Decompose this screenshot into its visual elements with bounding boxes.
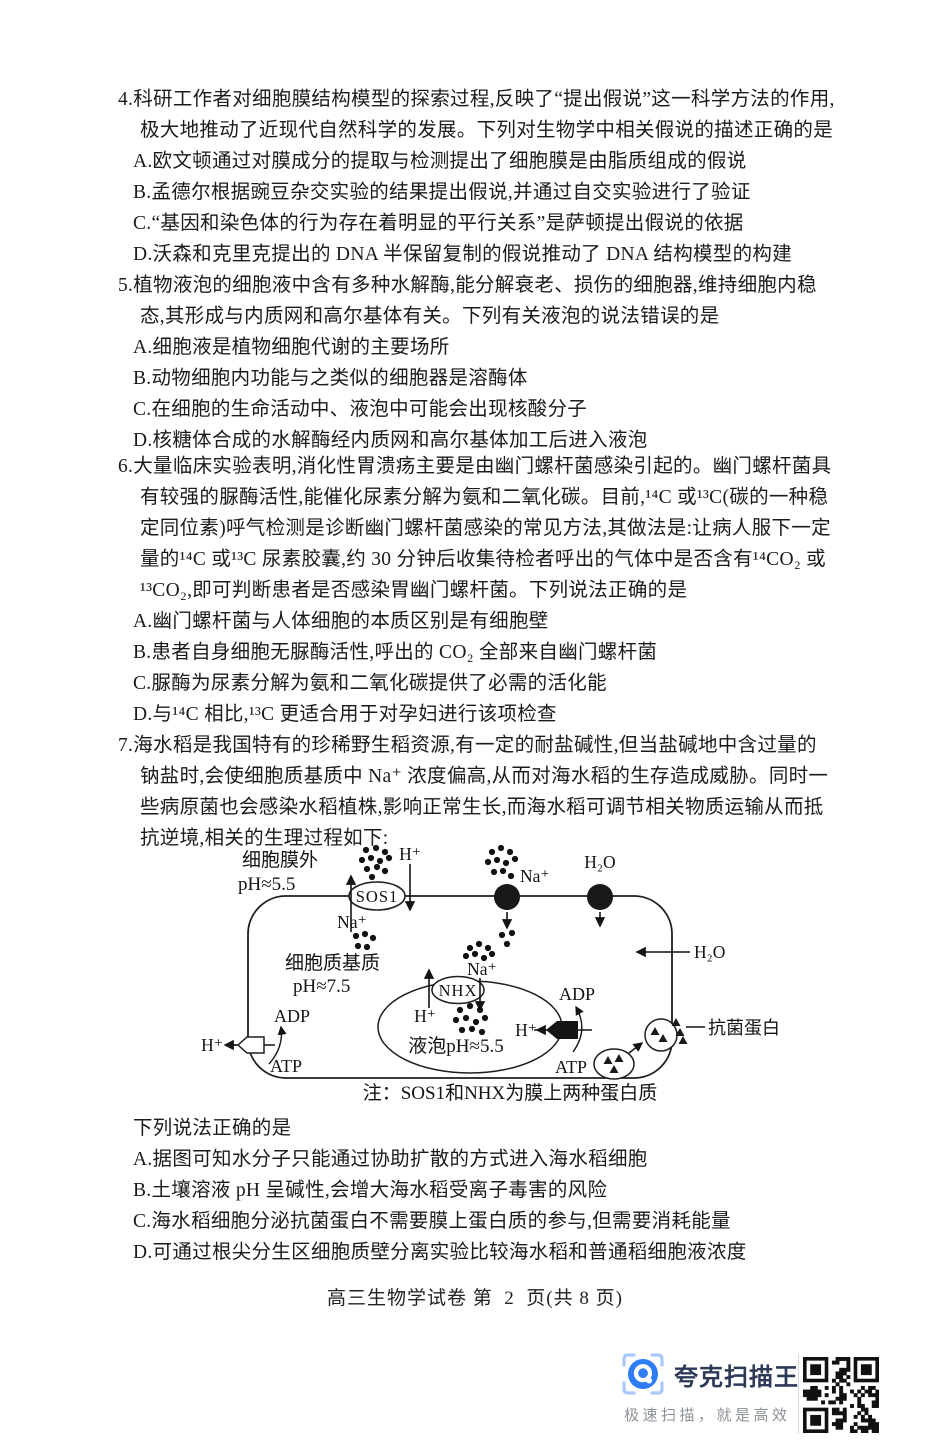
nhx-protein <box>431 975 485 1005</box>
text-line: ¹³CO₂,即可判断患者是否感染胃幽门螺杆菌。下列说法正确的是 <box>140 580 688 601</box>
na-dots-inside-mid <box>498 929 516 948</box>
question-7: 7.海水稻是我国特有的珍稀野生稻资源,有一定的耐盐碱性,但当盐碱地中含过量的钠盐… <box>118 730 828 854</box>
label-nhx: NHX <box>439 981 478 1000</box>
quark-logo-icon <box>622 1353 664 1395</box>
text-line: 些病原菌也会感染水稻植株,影响正常生长,而海水稻可调节相关物质运输从而抵 <box>140 797 824 818</box>
label-na-channel: Na⁺ <box>520 866 550 886</box>
scanner-tagline: 极速扫描，就是高效 <box>624 1407 791 1424</box>
question-5: 5.植物液泡的细胞液中含有多种水解酶,能分解衰老、损伤的细胞器,维持细胞内稳态,… <box>118 270 817 456</box>
text-line: 6.大量临床实验表明,消化性胃溃疡主要是由幽门螺杆菌感染引起的。幽门螺杆菌具 <box>118 456 832 477</box>
text-line: 7.海水稻是我国特有的珍稀野生稻资源,有一定的耐盐碱性,但当盐碱地中含过量的 <box>118 735 817 756</box>
label-atp-plasma: ATP <box>270 1056 302 1076</box>
text-line: 5.植物液泡的细胞液中含有多种水解酶,能分解衰老、损伤的细胞器,维持细胞内稳 <box>118 275 817 296</box>
page-footer: 高三生物学试卷 第 2 页(共 8 页) <box>327 1288 623 1309</box>
text-line: 量的¹⁴C 或¹³C 尿素胶囊,约 30 分钟后收集待检者呼出的气体中是否含有¹… <box>140 549 826 570</box>
text-line: 极大地推动了近现代自然科学的发展。下列对生物学中相关假说的描述正确的是 <box>140 120 834 141</box>
option-line: C.脲酶为尿素分解为氨和二氧化碳提供了必需的活化能 <box>133 673 607 694</box>
option-line: A.据图可知水分子只能通过协助扩散的方式进入海水稻细胞 <box>133 1149 648 1170</box>
question-4-stem: 4.科研工作者对细胞膜结构模型的探索过程,反映了“提出假说”这一科学方法的作用,… <box>118 84 835 146</box>
na-dots-cytoplasm <box>462 940 496 962</box>
question-4-options: A.欧文顿通过对膜成分的提取与检测提出了细胞膜是由脂质组成的假说 B.孟德尔根据豌… <box>118 146 835 270</box>
fusing-vesicle <box>644 1018 678 1052</box>
question-6-stem: 6.大量临床实验表明,消化性胃溃疡主要是由幽门螺杆菌感染引起的。幽门螺杆菌具有较… <box>118 451 831 606</box>
na-dots-inside-left <box>352 930 377 951</box>
scanner-brand-name: 夸克扫描王 <box>674 1363 799 1391</box>
cell-membrane <box>247 895 673 1079</box>
option-line: A.欧文顿通过对膜成分的提取与检测提出了细胞膜是由脂质组成的假说 <box>133 151 747 172</box>
option-line: B.动物细胞内功能与之类似的细胞器是溶酶体 <box>133 368 528 389</box>
diagram-note: 注：SOS1和NHX为膜上两种蛋白质 <box>363 1082 658 1104</box>
secretory-vesicle <box>593 1048 635 1080</box>
na-channel <box>494 884 520 910</box>
label-h-top: H⁺ <box>399 844 421 864</box>
question-7-options: A.据图可知水分子只能通过协助扩散的方式进入海水稻细胞 B.土壤溶液 pH 呈碱性… <box>118 1144 747 1268</box>
arrow-atp-adp-plasma <box>268 1025 287 1065</box>
label-h-tonoplast: H⁺ <box>515 1020 537 1040</box>
text-line: 态,其形成与内质网和高尔基体有关。下列有关液泡的说法错误的是 <box>140 306 720 327</box>
label-cytoplasm-ph: pH≈7.5 <box>293 976 350 997</box>
question-7-choices: 下列说法正确的是 A.据图可知水分子只能通过协助扩散的方式进入海水稻细胞 B.土壤… <box>118 1113 747 1268</box>
option-line: D.可通过根尖分生区细胞质壁分离实验比较海水稻和普通稻细胞液浓度 <box>133 1242 747 1263</box>
question-7-intro: 下列说法正确的是 <box>133 1118 292 1139</box>
qr-code <box>803 1357 879 1433</box>
question-5-stem: 5.植物液泡的细胞液中含有多种水解酶,能分解衰老、损伤的细胞器,维持细胞内稳态,… <box>118 270 817 332</box>
aquaporin <box>587 884 613 910</box>
label-na-cytoplasm: Na⁺ <box>467 959 497 979</box>
arrow-vesicle-to-membrane <box>628 1042 644 1054</box>
option-line: B.患者自身细胞无脲酶活性,呼出的 CO₂ 全部来自幽门螺杆菌 <box>133 642 658 663</box>
label-h2o-right: H₂O <box>694 942 725 962</box>
option-line: A.幽门螺杆菌与人体细胞的本质区别是有细胞壁 <box>133 611 549 632</box>
tonoplast-proton-pump <box>546 1021 578 1039</box>
antibacterial-triangles <box>650 1018 688 1044</box>
text-line: 钠盐时,会使细胞质基质中 Na⁺ 浓度偏高,从而对海水稻的生存造成威胁。同时一 <box>140 766 829 787</box>
label-na-inside-left: Na⁺ <box>337 912 367 932</box>
option-line: C.“基因和染色体的行为存在着明显的平行关系”是萨顿提出假说的依据 <box>133 213 744 234</box>
qr-modules <box>803 1357 879 1433</box>
question-7-stem: 7.海水稻是我国特有的珍稀野生稻资源,有一定的耐盐碱性,但当盐碱地中含过量的钠盐… <box>118 730 828 854</box>
question-6-options: A.幽门螺杆菌与人体细胞的本质区别是有细胞壁 B.患者自身细胞无脲酶活性,呼出的 … <box>118 606 831 730</box>
label-atp-tonoplast: ATP <box>555 1057 587 1077</box>
label-cytoplasm: 细胞质基质 <box>285 952 380 974</box>
vesicle-triangles <box>603 1054 624 1073</box>
label-outside-ph: pH≈5.5 <box>238 874 295 895</box>
text-line: 抗逆境,相关的生理过程如下: <box>140 828 389 849</box>
text-line: 有较强的脲酶活性,能催化尿素分解为氨和二氧化碳。目前,¹⁴C 或¹³C(碳的一种… <box>140 487 829 508</box>
label-adp-plasma: ADP <box>274 1006 310 1026</box>
option-line: A.细胞液是植物细胞代谢的主要场所 <box>133 337 450 358</box>
question-6: 6.大量临床实验表明,消化性胃溃疡主要是由幽门螺杆菌感染引起的。幽门螺杆菌具有较… <box>118 451 831 730</box>
option-line: C.海水稻细胞分泌抗菌蛋白不需要膜上蛋白质的参与,但需要消耗能量 <box>133 1211 731 1232</box>
option-line: C.在细胞的生命活动中、液泡中可能会出现核酸分子 <box>133 399 588 420</box>
text-line: 定同位素)呼气检测是诊断幽门螺杆菌感染的常见方法,其做法是:让病人服下一定 <box>140 518 831 539</box>
watermark-divider <box>798 1354 799 1434</box>
scanner-watermark: 夸克扫描王 极速扫描，就是高效 <box>620 1351 940 1441</box>
option-line: D.核糖体合成的水解酶经内质网和高尔基体加工后进入液泡 <box>133 430 648 451</box>
label-h2o-top: H₂O <box>584 852 615 872</box>
question-5-options: A.细胞液是植物细胞代谢的主要场所 B.动物细胞内功能与之类似的细胞器是溶酶体 C.… <box>118 332 817 456</box>
na-dots-outside-left <box>358 844 393 881</box>
sos1-protein <box>348 881 406 911</box>
text-line: 4.科研工作者对细胞膜结构模型的探索过程,反映了“提出假说”这一科学方法的作用, <box>118 89 835 110</box>
option-line: B.土壤溶液 pH 呈碱性,会增大海水稻受离子毒害的风险 <box>133 1180 608 1201</box>
label-adp-tonoplast: ADP <box>559 984 595 1004</box>
na-dots-outside-mid <box>484 844 519 880</box>
option-line: B.孟德尔根据豌豆杂交实验的结果提出假说,并通过自交实验进行了验证 <box>133 182 751 203</box>
option-line: D.与¹⁴C 相比,¹³C 更适合用于对孕妇进行该项检查 <box>133 704 557 725</box>
label-h-vacuole: H⁺ <box>414 1006 436 1026</box>
cell-transport-diagram: 细胞膜外 pH≈5.5 SOS1 H⁺ Na⁺ Na⁺ <box>201 844 780 1104</box>
label-sos1: SOS1 <box>356 887 399 906</box>
question-4: 4.科研工作者对细胞膜结构模型的探索过程,反映了“提出假说”这一科学方法的作用,… <box>118 84 835 270</box>
arrow-atp-adp-tonoplast <box>572 1005 584 1053</box>
label-outside-membrane: 细胞膜外 <box>242 849 318 871</box>
label-antibacterial-protein: 抗菌蛋白 <box>708 1018 780 1038</box>
label-vacuole-ph: 液泡pH≈5.5 <box>408 1035 503 1057</box>
plasma-proton-pump <box>236 1036 265 1054</box>
na-dots-vacuole <box>452 1002 489 1036</box>
option-line: D.沃森和克里克提出的 DNA 半保留复制的假说推动了 DNA 结构模型的构建 <box>133 244 792 265</box>
label-h-plasma: H⁺ <box>201 1035 223 1055</box>
